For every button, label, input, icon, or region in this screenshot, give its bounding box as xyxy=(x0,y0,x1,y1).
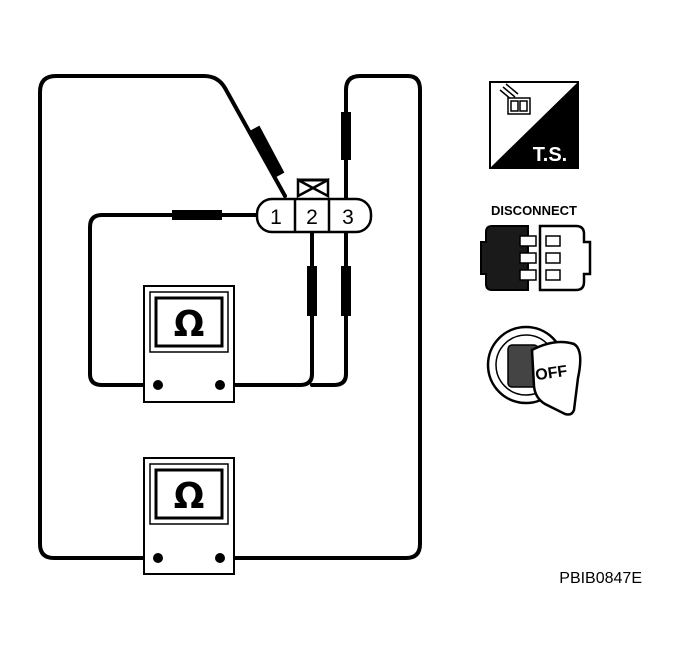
wires xyxy=(38,74,422,560)
disconnect-icon: DISCONNECT xyxy=(480,203,592,292)
terminal-lower-right xyxy=(215,553,225,563)
ohm-symbol-upper: Ω xyxy=(174,304,205,345)
probe-diagonal xyxy=(250,125,285,178)
connector-half-left xyxy=(480,225,529,291)
ohm-symbol-lower: Ω xyxy=(174,476,205,517)
pin-label-1: 1 xyxy=(270,206,282,229)
wire-pin2-inner xyxy=(218,230,314,387)
pin-label-3: 3 xyxy=(342,206,354,229)
terminal-upper-right xyxy=(215,380,225,390)
key-head xyxy=(530,340,582,416)
connector-latch-icon xyxy=(296,177,330,199)
terminal-lower-left xyxy=(153,553,163,563)
terminal-upper-left xyxy=(153,380,163,390)
connector: 1 2 3 xyxy=(255,177,373,234)
connector-body xyxy=(255,197,373,234)
ohmmeter-upper: Ω xyxy=(143,285,235,403)
pin-label-2: 2 xyxy=(306,206,318,229)
wire-pin1-inner xyxy=(88,213,260,387)
wire-pin1-outer xyxy=(38,74,287,560)
disconnect-label: DISCONNECT xyxy=(491,203,577,218)
ignition-key-icon: OFF xyxy=(486,325,582,416)
wire-pin3-inner xyxy=(310,230,348,387)
wire-pin3-outer xyxy=(218,74,422,560)
ts-harness-icon: T.S. xyxy=(489,81,579,169)
off-label: OFF xyxy=(534,363,568,384)
ts-label: T.S. xyxy=(533,144,567,166)
probe-segments xyxy=(172,112,351,316)
ohmmeter-lower: Ω xyxy=(143,457,235,575)
figure-code: PBIB0847E xyxy=(559,570,642,587)
harness-connector-icon xyxy=(499,83,531,115)
